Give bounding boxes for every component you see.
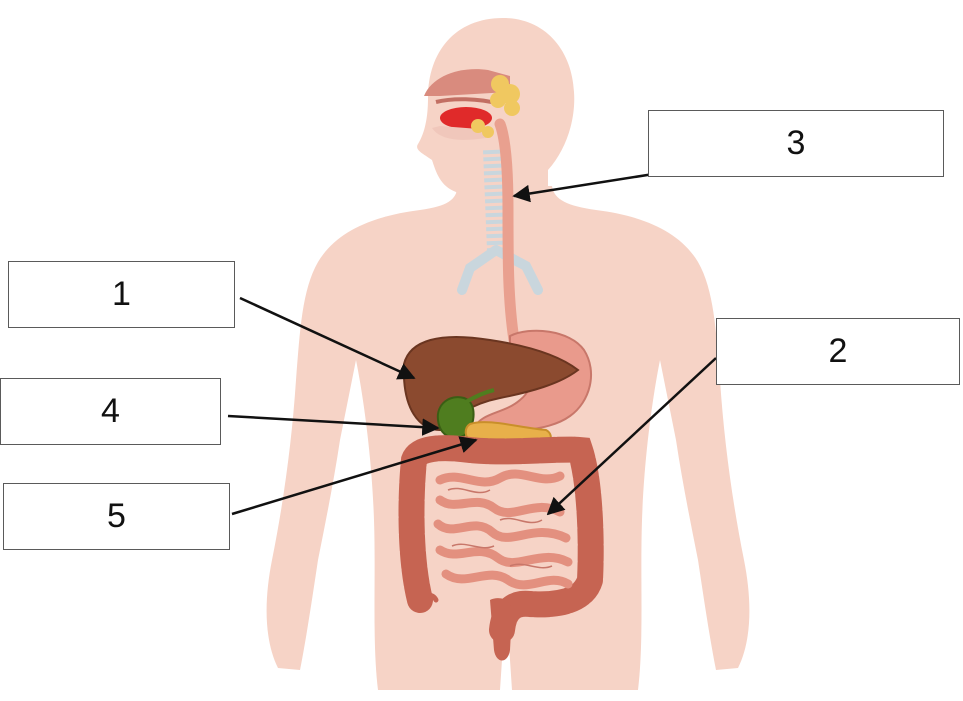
label-box-4[interactable]: 4 [0,378,221,445]
salivary-glands [471,75,520,138]
label-box-1[interactable]: 1 [8,261,235,328]
small-intestine-folds [447,487,553,569]
pointer-arrows [227,171,717,516]
label-box-2[interactable]: 2 [716,318,960,385]
label-text-1: 1 [112,275,131,313]
oral-cavity [424,69,520,140]
label-text-5: 5 [107,497,126,535]
arrow-5 [231,436,478,516]
label-text-4: 4 [101,392,120,430]
bile-duct [464,388,495,404]
arrow-3 [512,171,661,203]
arrow-4 [227,414,440,436]
label-box-5[interactable]: 5 [3,483,230,550]
arrow-1 [239,296,416,380]
label-text-3: 3 [786,124,806,162]
label-text-2: 2 [828,332,848,370]
rectum [490,598,512,661]
large-intestine [398,435,604,643]
nasal-cavity [424,69,510,96]
small-intestine [433,469,573,590]
trachea [483,149,505,251]
esophagus [494,118,520,346]
esophagus-trachea [457,118,543,346]
appendix [417,587,439,603]
label-box-3[interactable]: 3 [648,110,944,177]
arrow-2 [546,357,717,516]
